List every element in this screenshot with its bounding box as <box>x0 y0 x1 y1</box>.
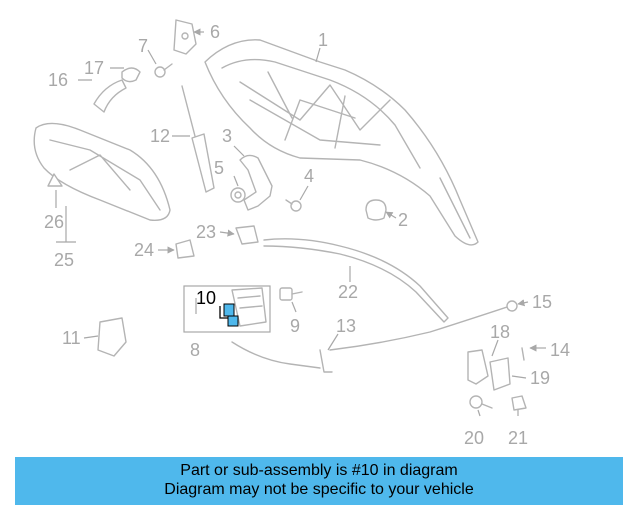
callout-12: 12 <box>150 126 170 146</box>
callout-19: 19 <box>530 368 550 388</box>
callout-14: 14 <box>550 340 570 360</box>
callout-1: 1 <box>318 30 328 50</box>
clip-26 <box>47 173 63 187</box>
callout-22: 22 <box>338 282 358 302</box>
release-cable <box>231 300 518 373</box>
weatherstrip <box>263 238 449 323</box>
callout-6: 6 <box>210 22 220 42</box>
leader-lines <box>55 28 546 417</box>
clip-21 <box>511 395 527 411</box>
clip-24 <box>175 239 195 259</box>
hood-panel <box>204 39 479 246</box>
callout-labels: 1 2 3 4 5 6 7 8 9 10 11 12 13 14 15 16 1… <box>44 22 570 448</box>
parts-diagram: 1 2 3 4 5 6 7 8 9 10 11 12 13 14 15 16 1… <box>33 19 570 448</box>
bracket-11 <box>97 317 127 357</box>
bolt-7 <box>154 63 173 78</box>
callout-10: 10 <box>196 288 216 308</box>
callout-20: 20 <box>464 428 484 448</box>
latch-switch-highlighted <box>219 303 239 327</box>
callout-13: 13 <box>336 316 356 336</box>
seal-16 <box>93 79 127 113</box>
insulator-pad <box>33 122 171 221</box>
callout-9: 9 <box>290 316 300 336</box>
callout-17: 17 <box>84 58 104 78</box>
callout-8: 8 <box>190 340 200 360</box>
callout-11: 11 <box>62 328 81 348</box>
callout-25: 25 <box>54 250 74 270</box>
bracket-19 <box>489 357 511 391</box>
clip-14 <box>521 347 525 361</box>
striker-bracket <box>173 19 197 55</box>
bolt-4 <box>285 199 302 212</box>
callout-2: 2 <box>398 210 408 230</box>
clip-23 <box>235 225 259 245</box>
latch-assembly-box <box>183 285 271 333</box>
bolt-9 <box>279 287 303 301</box>
callout-18: 18 <box>490 322 510 342</box>
callout-15: 15 <box>532 292 552 312</box>
gas-strut <box>181 85 215 193</box>
callout-3: 3 <box>222 126 232 146</box>
callout-21: 21 <box>508 428 528 448</box>
callout-7: 7 <box>138 36 148 56</box>
callout-4: 4 <box>304 166 314 186</box>
callout-16: 16 <box>48 70 68 90</box>
bolt-20 <box>469 395 493 409</box>
banner-line-1: Part or sub-assembly is #10 in diagram <box>180 462 458 479</box>
bump-stop <box>365 199 387 221</box>
info-banner: Part or sub-assembly is #10 in diagram D… <box>15 457 623 505</box>
nut-5 <box>230 187 246 203</box>
callout-24: 24 <box>134 240 154 260</box>
callout-23: 23 <box>196 222 216 242</box>
callout-5: 5 <box>214 158 224 178</box>
handle-18 <box>467 349 489 385</box>
hood-hinge <box>239 154 273 211</box>
callout-26: 26 <box>44 212 64 232</box>
clip-17 <box>121 67 141 83</box>
banner-line-2: Diagram may not be specific to your vehi… <box>164 481 474 498</box>
